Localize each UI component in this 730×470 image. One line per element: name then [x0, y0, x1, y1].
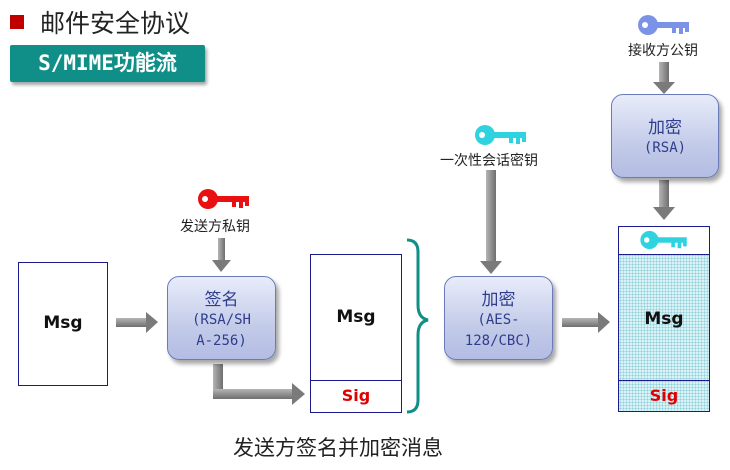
encrypted-sig-divider	[618, 380, 710, 381]
arrow-aes-to-right	[562, 312, 610, 333]
sign-node-line-2: A-256)	[196, 333, 247, 349]
diagram-caption: 发送方签名并加密消息	[233, 436, 443, 460]
arrow-rsa-down	[653, 180, 675, 220]
plain-message-box	[18, 262, 108, 386]
signed-message-sig: Sig	[341, 386, 371, 405]
group-brace	[406, 238, 429, 414]
arrow-session-key-down	[480, 170, 502, 274]
session-key-label: 一次性会话密钥	[440, 153, 538, 169]
sign-node: 签名 (RSA/SH A-256)	[167, 276, 276, 360]
embedded-session-key-icon	[640, 230, 687, 250]
arrow-receiver-key-down	[653, 62, 675, 94]
arrow-sign-to-sig	[213, 364, 305, 405]
rsa-node-line-1: (RSA)	[643, 140, 687, 156]
encrypted-message-sig: Sig	[649, 386, 679, 405]
aes-node-title: 加密	[481, 290, 516, 310]
signed-message-msg: Msg	[336, 307, 376, 327]
encrypted-message-msg: Msg	[644, 309, 684, 329]
sign-node-title: 签名	[204, 290, 239, 310]
receiver-public-key-label: 接收方公钥	[628, 43, 698, 59]
aes-node-line-2: 128/CBC)	[464, 333, 533, 349]
sign-node-line-1: (RSA/SH	[191, 312, 251, 328]
arrow-sender-key-down	[212, 238, 231, 272]
bullet-square	[10, 15, 24, 29]
rsa-node-title: 加密	[648, 118, 682, 138]
subtitle-text: S/MIME功能流	[38, 51, 177, 75]
plain-message-label: Msg	[43, 313, 83, 333]
encrypted-key-divider	[618, 254, 710, 255]
signed-message-divider	[310, 380, 402, 381]
session-key-icon	[475, 125, 526, 145]
sender-private-key-icon	[198, 189, 249, 209]
aes-encrypt-node: 加密 (AES- 128/CBC)	[444, 276, 553, 360]
encrypted-message-box	[618, 226, 710, 412]
rsa-encrypt-node: 加密 (RSA)	[611, 94, 719, 178]
sender-private-key-label: 发送方私钥	[180, 219, 250, 235]
subtitle-banner	[10, 45, 205, 82]
receiver-public-key-icon	[638, 15, 689, 35]
signed-message-box	[310, 254, 402, 413]
aes-node-line-1: (AES-	[477, 312, 520, 328]
arrow-msg-to-sign	[116, 312, 158, 333]
page-title: 邮件安全协议	[40, 9, 191, 38]
